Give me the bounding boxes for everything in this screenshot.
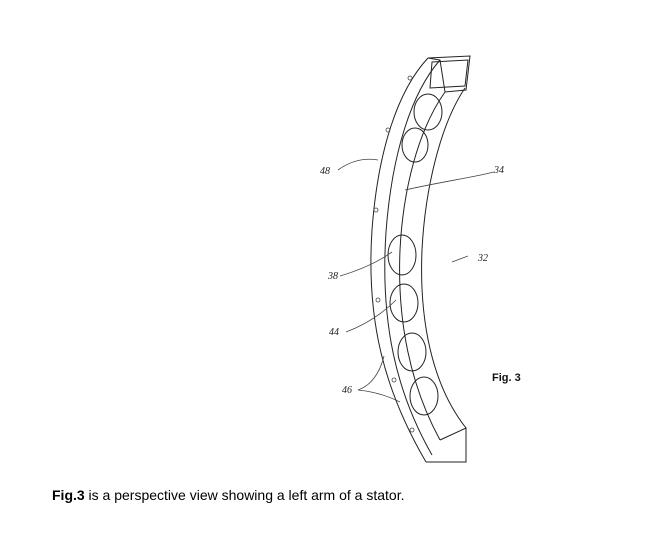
hole [375,297,381,303]
top-block [427,55,471,93]
caption-text: is a perspective view showing a left arm… [84,487,405,503]
ref-46: 46 [342,385,352,396]
top-block-face [429,59,469,89]
arm-inner-face-right [421,87,467,429]
pocket [401,127,429,163]
pocket [397,332,427,372]
arm-outer-inner-edge [384,59,441,456]
pocket [413,93,443,131]
arm-outer-edge [370,57,429,463]
hole [407,75,413,81]
pocket [387,234,417,276]
hole [385,127,391,133]
figure-label: Fig. 3 [492,372,521,384]
figure-caption: Fig.3 is a perspective view showing a le… [52,487,404,503]
hole [391,377,397,383]
pocket [389,283,419,323]
pocket [409,376,439,416]
ref-34: 34 [493,165,504,176]
caption-fig-ref: Fig.3 [52,487,85,503]
bottom-end [426,427,467,463]
stator-arm [370,55,471,463]
arm-inner-face-left [399,91,446,441]
hole [373,207,379,213]
leader-lines [337,158,495,403]
ref-32: 32 [477,253,488,264]
ref-44: 44 [329,327,339,338]
ref-38: 38 [327,271,338,282]
ref-48: 48 [320,166,330,177]
hole [409,427,415,433]
